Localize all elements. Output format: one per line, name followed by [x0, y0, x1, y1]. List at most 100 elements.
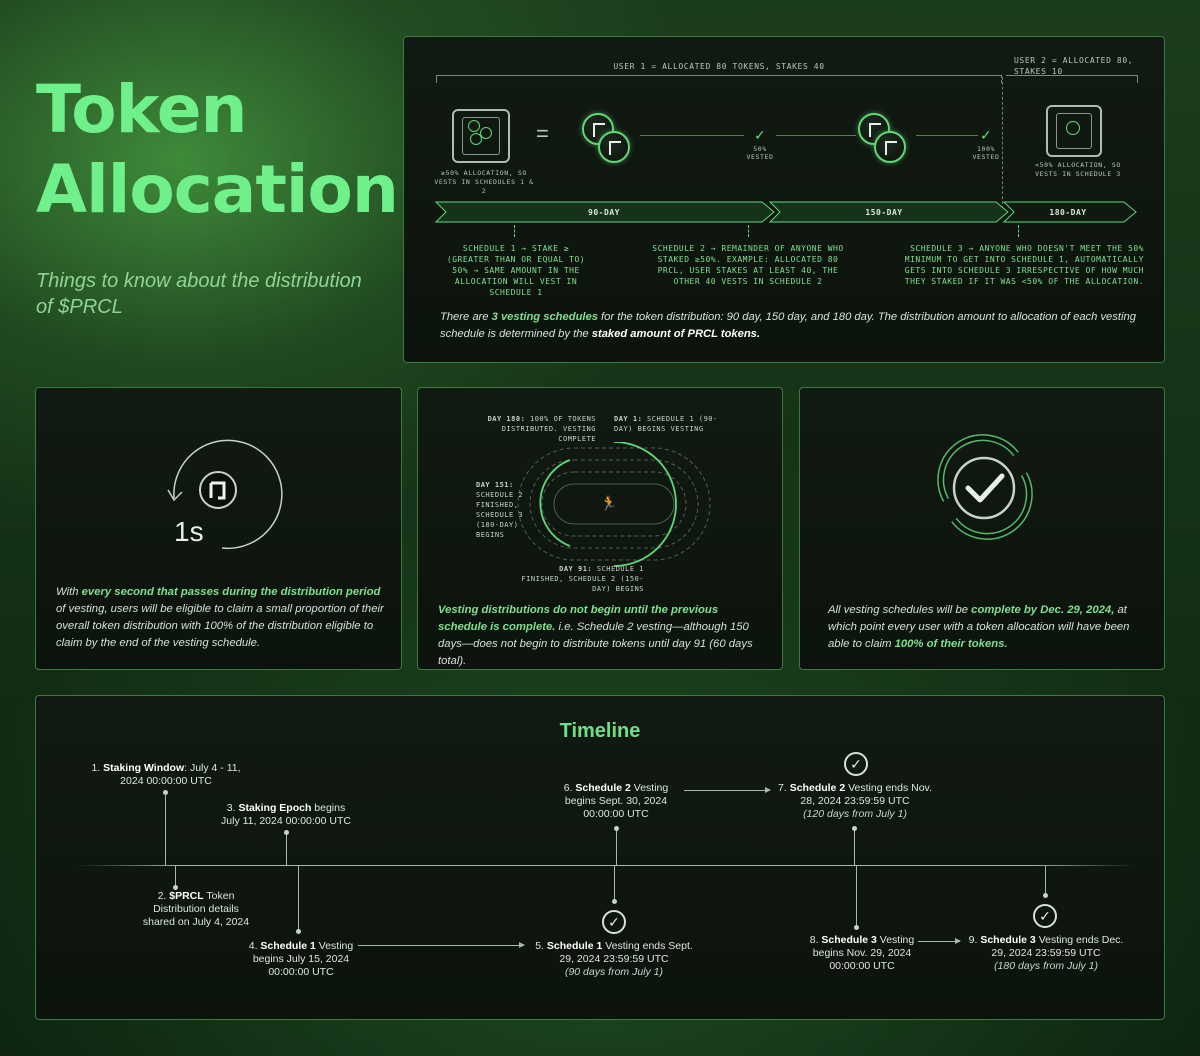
day180-label: DAY 180: 100% OF TOKENS DISTRIBUTED. VES…	[466, 414, 596, 444]
event-name: Schedule 1	[260, 940, 316, 952]
day91-label: DAY 91: SCHEDULE 1 FINISHED, SCHEDULE 2 …	[514, 564, 644, 594]
event-text: Vesting	[315, 940, 354, 952]
event-connector	[296, 866, 301, 934]
event-note: (180 days from July 1)	[994, 960, 1098, 972]
event-connector	[854, 866, 859, 930]
day1-label: DAY 1: SCHEDULE 1 (90-DAY) BEGINS VESTIN…	[614, 414, 724, 434]
event-text: begins	[311, 802, 346, 814]
band-150-day: 150-DAY	[865, 208, 903, 217]
event-connector	[284, 830, 289, 865]
event-num: 9.	[968, 934, 978, 946]
svg-text:🏃: 🏃	[600, 495, 617, 512]
day-marker: DAY 1:	[614, 415, 643, 423]
user1-label: USER 1 = ALLOCATED 80 TOKENS, STAKES 40	[613, 62, 825, 71]
event-name: Schedule 2	[575, 782, 631, 794]
timer-label: 1s	[174, 516, 204, 547]
card3-text-part: All vesting schedules will be	[828, 604, 972, 616]
event-text: Vesting ends Nov.	[845, 782, 932, 794]
check1-caption: 50% VESTED	[746, 145, 774, 161]
title-line-1: Token	[36, 71, 247, 148]
vesting-overview-panel: USER 1 = ALLOCATED 80 TOKENS, STAKES 40 …	[403, 36, 1165, 363]
event-text: : July 4 - 11,	[184, 762, 241, 774]
event-num: 8.	[809, 934, 819, 946]
timeline-event-5: 5. Schedule 1 Vesting ends Sept. 29, 202…	[524, 940, 704, 979]
schedule-bands	[434, 201, 1137, 223]
safe1-caption: ≥50% ALLOCATION, SO VESTS IN SCHEDULES 1…	[434, 169, 534, 195]
event-num: 2.	[157, 890, 167, 902]
check-badge-icon: ✓	[1033, 904, 1057, 928]
day-text: 100% OF TOKENS DISTRIBUTED. VESTING COMP…	[501, 415, 596, 443]
event-note: (120 days from July 1)	[803, 808, 907, 820]
card1-text-part: With	[56, 586, 82, 598]
event-connector	[614, 826, 619, 865]
event-text: 00:00:00 UTC	[268, 966, 334, 978]
equals-sign: =	[536, 121, 549, 146]
event-text: Vesting	[630, 782, 669, 794]
prcl-coin-icon	[582, 113, 614, 145]
page-subtitle: Things to know about the distribution of…	[36, 270, 362, 318]
desc-highlight: 3 vesting schedules	[491, 311, 598, 323]
card1-text-part: of vesting, users will be eligible to cl…	[56, 603, 384, 649]
event-name: $PRCL	[169, 890, 204, 902]
event-name: Staking Window	[103, 762, 185, 774]
day-text: SCHEDULE 2 FINISHED, SCHEDULE 3 (180-DAY…	[476, 491, 524, 539]
check-badge-icon: ✓	[844, 752, 868, 776]
progress-line	[916, 135, 978, 136]
event-name: Schedule 2	[789, 782, 846, 794]
event-connector	[612, 866, 617, 904]
day-marker: DAY 91:	[559, 565, 593, 573]
event-text: begins Sept. 30, 2024	[564, 795, 668, 807]
page-title: Token Allocation	[36, 70, 399, 230]
timeline-event-4: 4. Schedule 1 Vesting begins July 15, 20…	[226, 940, 376, 979]
event-text: 29, 2024 23:59:59 UTC	[559, 953, 669, 965]
card-sequential-vesting: 🏃 DAY 180: 100% OF TOKENS DISTRIBUTED. V…	[417, 387, 783, 670]
day151-label: DAY 151: SCHEDULE 2 FINISHED, SCHEDULE 3…	[476, 480, 536, 540]
check-icon: ✓	[980, 127, 992, 143]
timer-icon	[167, 439, 283, 550]
day-text: SCHEDULE 1 FINISHED, SCHEDULE 2 (150-DAY…	[521, 565, 644, 593]
day-marker: DAY 151:	[476, 481, 514, 489]
user1-bracket	[436, 75, 1002, 83]
card2-highlight: Vesting distributions do not begin until…	[438, 604, 719, 633]
timeline-event-9: 9. Schedule 3 Vesting ends Dec. 29, 2024…	[956, 934, 1136, 973]
timeline-event-8: 8. Schedule 3 Vesting begins Nov. 29, 20…	[792, 934, 932, 973]
event-text: Token	[203, 890, 235, 902]
check2-caption: 100% VESTED	[972, 145, 1000, 161]
card1-text: With every second that passes during the…	[56, 584, 388, 652]
event-text: July 11, 2024 00:00:00 UTC	[221, 815, 351, 827]
check-icon: ✓	[754, 127, 766, 143]
event-num: 7.	[778, 782, 787, 794]
event-text: 29, 2024 23:59:59 UTC	[991, 947, 1101, 959]
event-text: 00:00:00 UTC	[583, 808, 649, 820]
arrow-connector	[918, 938, 961, 944]
connector	[748, 225, 749, 237]
event-text: Distribution details	[153, 903, 239, 915]
card1-highlight: every second that passes during the dist…	[81, 586, 381, 598]
schedule3-text: SCHEDULE 3 → ANYONE WHO DOESN'T MEET THE…	[904, 244, 1144, 286]
divider-dashed	[1002, 77, 1003, 209]
schedule2-text: SCHEDULE 2 → REMAINDER OF ANYONE WHO STA…	[652, 244, 844, 286]
progress-line	[776, 135, 856, 136]
card3-text: All vesting schedules will be complete b…	[828, 602, 1148, 653]
card-per-second: 1s With every second that passes during …	[35, 387, 402, 670]
event-note: (90 days from July 1)	[564, 966, 664, 978]
connector	[1018, 225, 1019, 237]
race-track-diagram: 🏃	[517, 442, 711, 567]
event-name: Schedule 3	[821, 934, 877, 946]
desc-text: There are	[440, 311, 492, 323]
event-num: 1.	[91, 762, 101, 774]
card2-text-part: i.e. Schedule 2 vesting—although 150 day…	[438, 621, 753, 667]
event-name: Schedule 1	[546, 940, 603, 952]
card3-highlight: complete by Dec. 29, 2024,	[971, 604, 1115, 616]
event-name: Schedule 3	[980, 934, 1036, 946]
check-badge-icon: ✓	[602, 910, 626, 934]
timeline-event-3: 3. Staking Epoch begins July 11, 2024 00…	[206, 802, 366, 828]
event-text: begins Nov. 29, 2024	[812, 947, 912, 959]
event-num: 6.	[563, 782, 573, 794]
event-text: shared on July 4, 2024	[142, 916, 250, 928]
event-connector	[852, 826, 857, 865]
timeline-event-2: 2. $PRCL Token Distribution details shar…	[126, 890, 266, 929]
timeline-event-6: 6. Schedule 2 Vesting begins Sept. 30, 2…	[546, 782, 686, 821]
refresh-check-icon	[937, 434, 1033, 540]
card3-highlight: 100% of their tokens.	[894, 638, 1008, 650]
